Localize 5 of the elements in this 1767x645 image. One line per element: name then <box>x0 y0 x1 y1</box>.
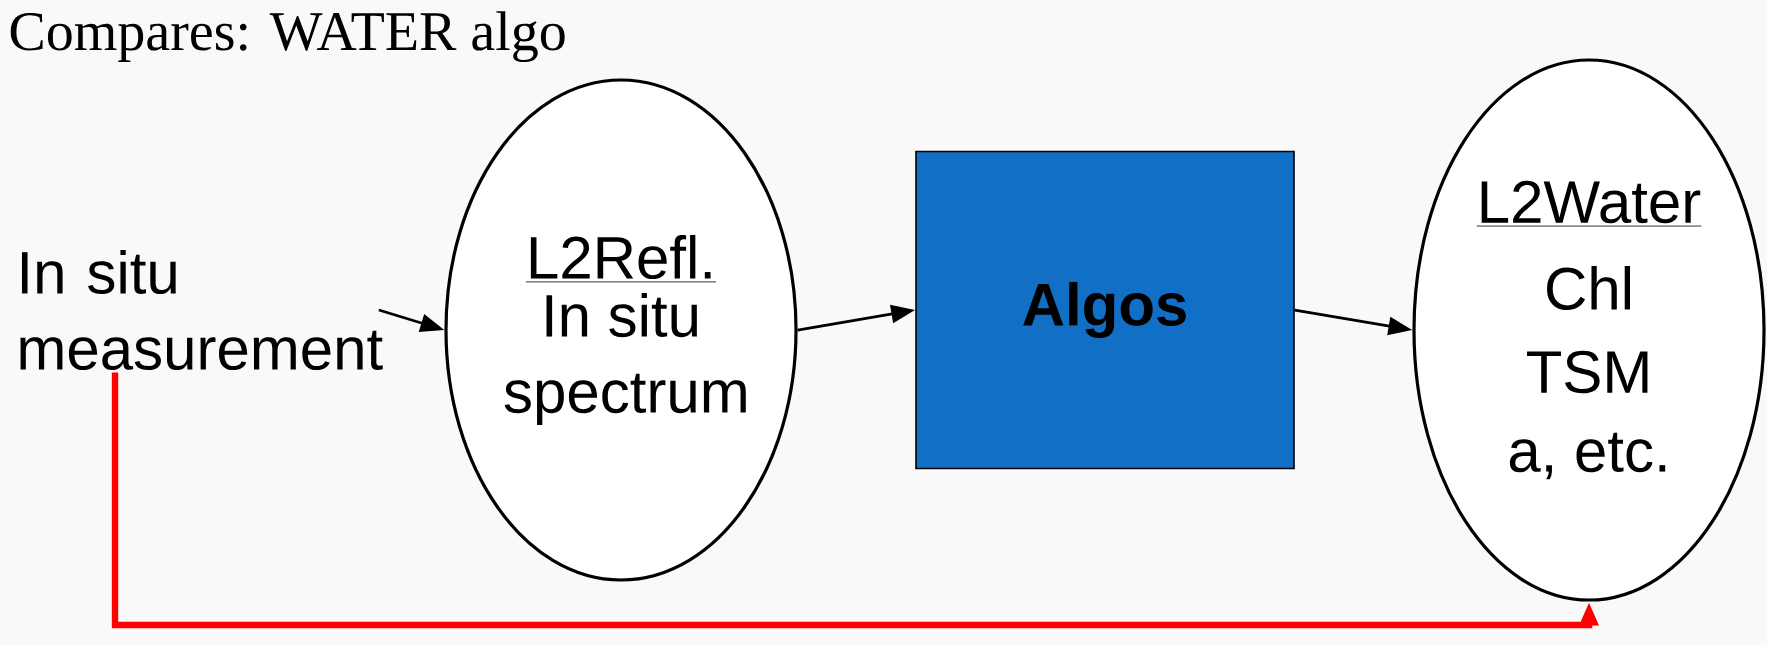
ellipse-node: L2Refl. In situ spectrum <box>444 78 798 582</box>
ellipse-node: L2Water Chl TSM a, etc. <box>1412 58 1766 602</box>
process-box: Algos <box>915 150 1295 470</box>
slide-title: Compares: WATER algo <box>10 11 565 63</box>
text-label: In situ measurement <box>20 250 383 371</box>
